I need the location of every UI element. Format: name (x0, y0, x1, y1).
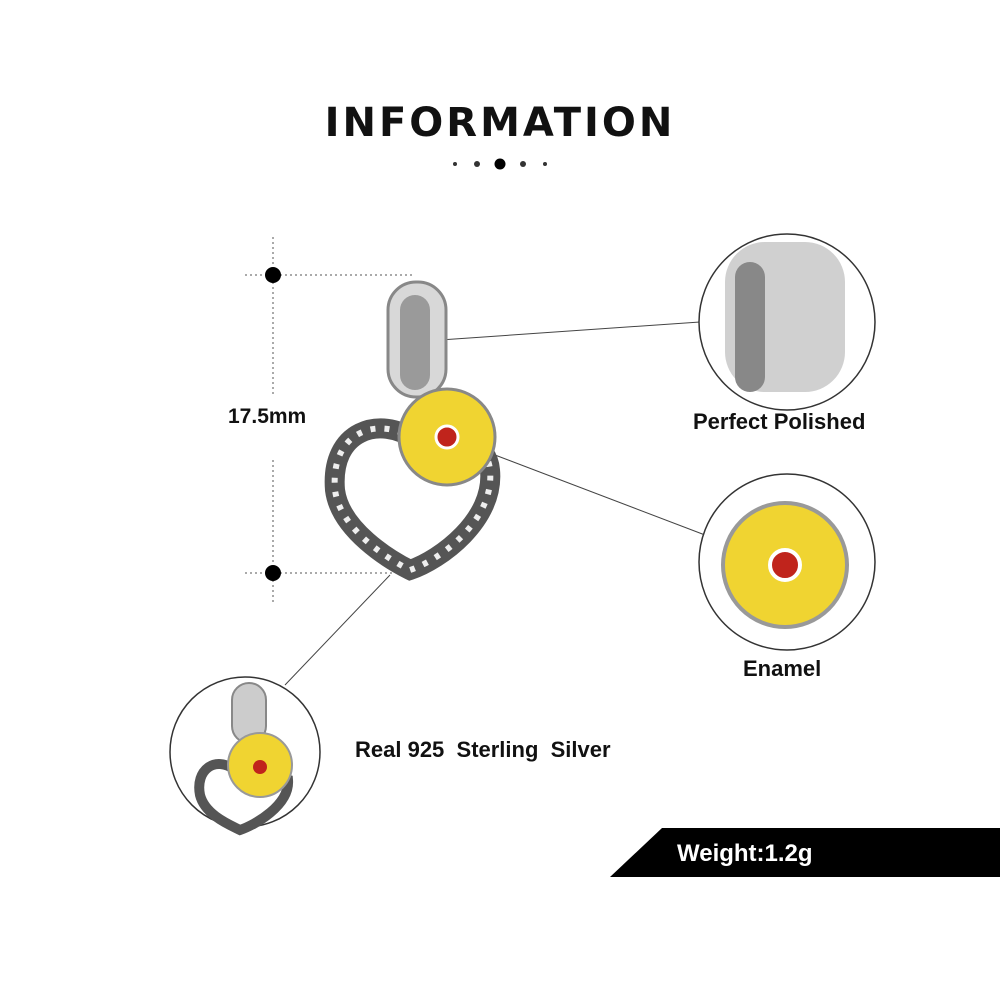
leader-lines (284, 321, 706, 686)
dimension-dot-bottom (265, 565, 281, 581)
dimension-label: 17.5mm (228, 405, 307, 428)
detail-circle-silver (169, 676, 321, 836)
detail-circle-enamel (698, 473, 876, 651)
detail-circle-bail (698, 233, 876, 411)
feature-enamel: Enamel (743, 656, 822, 681)
title-dots (453, 158, 547, 170)
page-title: INFORMATION (324, 100, 676, 146)
feature-silver: Real 925 Sterling Silver (355, 737, 611, 762)
feature-polished: Perfect Polished (693, 409, 866, 434)
weight-banner (610, 828, 1000, 877)
weight-label: Weight:1.2g (677, 840, 813, 867)
dimension-dot-top (265, 267, 281, 283)
pendant-image (324, 280, 501, 581)
